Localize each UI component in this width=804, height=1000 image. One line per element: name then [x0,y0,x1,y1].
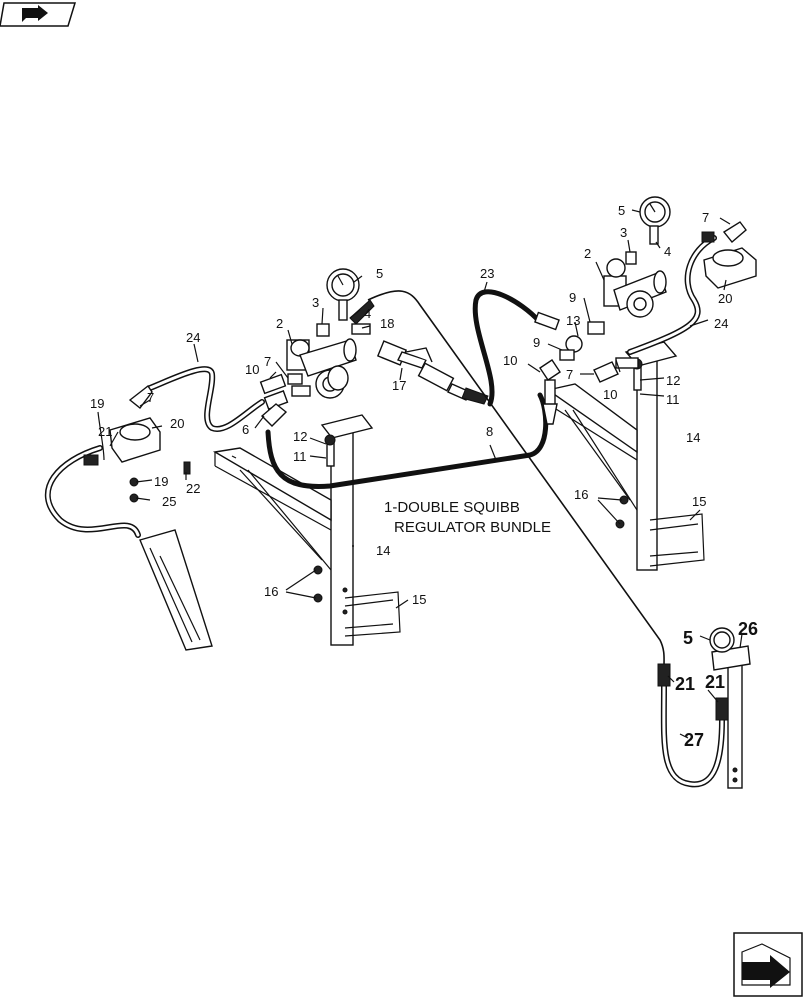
callout-15-right: 15 [692,494,706,509]
callout-21-bottom-b: 21 [705,672,725,692]
regulator-body-left [299,339,357,377]
callout-18: 18 [380,316,394,331]
callout-26: 26 [738,619,758,639]
callout-10-left: 10 [245,362,259,377]
callout-20-right: 20 [718,291,732,306]
callout-16-right: 16 [574,487,588,502]
bundle-label-line2: REGULATOR BUNDLE [394,519,551,536]
callout-7-left-b: 7 [147,390,154,405]
callout-12-right: 12 [666,373,680,388]
callout-10-right-a: 10 [503,353,517,368]
callout-19-upper: 19 [90,396,104,411]
callout-27: 27 [684,730,704,750]
callout-12-left: 12 [293,429,307,444]
callout-17: 17 [392,378,406,393]
gauge-line [367,290,665,667]
callout-5-left: 5 [376,266,383,281]
callout-4-left: 4 [364,306,371,321]
bundle-label-line1: 1-DOUBLE SQUIBB [384,499,520,516]
callout-9-right-a: 9 [569,290,576,305]
callout-8: 8 [486,424,493,439]
callout-7-left-a: 7 [264,354,271,369]
leader-lines [97,209,743,739]
callout-25: 25 [162,494,176,509]
callout-7-right-b: 7 [566,367,573,382]
page-corner-arrow-icon[interactable] [733,932,803,997]
bottom-gauge-assembly [657,627,751,789]
callout-14-left: 14 [376,543,390,558]
callout-21-bottom-a: 21 [675,674,695,694]
book-arrow-icon[interactable] [0,2,77,27]
callout-2-right: 2 [584,246,591,261]
callout-5-right: 5 [618,203,625,218]
callout-7-right-a: 7 [702,210,709,225]
callout-11-right: 11 [666,392,680,407]
callout-9-right-b: 9 [533,335,540,350]
hose-8 [265,392,549,489]
callout-24-left: 24 [186,330,200,345]
callout-6-left: 6 [242,422,249,437]
callout-3-left: 3 [312,295,319,310]
callout-19-lower: 19 [154,474,168,489]
callout-13: 13 [566,313,580,328]
left-regulator-assembly [44,268,489,651]
bracket-arm-left [212,447,332,522]
callout-14-right: 14 [686,430,700,445]
callout-4-right: 4 [664,244,671,259]
callout-22: 22 [186,481,200,496]
callout-21-left: 21 [98,424,112,439]
callout-16-left: 16 [264,584,278,599]
callout-20-left: 20 [170,416,184,431]
mount-plate-left [320,414,374,439]
callout-11-left: 11 [293,449,307,464]
callout-10-right-b: 10 [603,387,617,402]
callout-23: 23 [480,266,494,281]
callout-3-right: 3 [620,225,627,240]
callout-24-right: 24 [714,316,728,331]
callout-5-bottom: 5 [683,628,693,648]
callouts: 2 3 4 5 6 7 7 8 10 11 12 14 15 16 17 18 … [90,203,758,750]
callout-15-left: 15 [412,592,426,607]
right-regulator-assembly [539,196,757,571]
hose-23 [472,289,543,407]
callout-2-left: 2 [276,316,283,331]
